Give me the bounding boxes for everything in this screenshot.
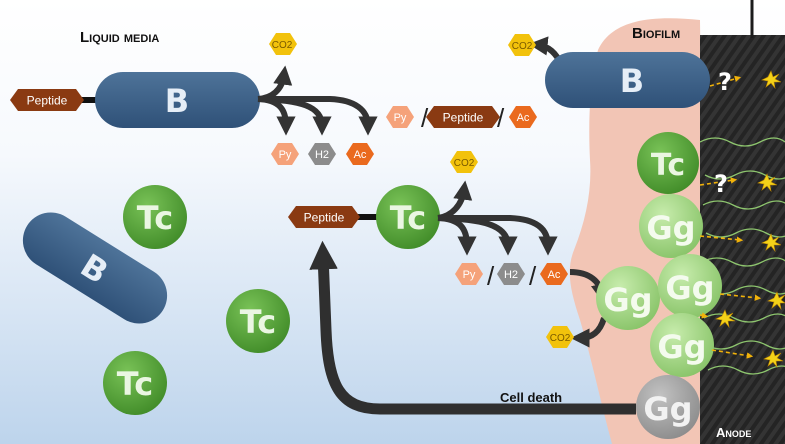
gg-cell-4-label: Gg (657, 328, 706, 366)
pyruvate-chip-mid-text: Py (463, 269, 476, 281)
metabolic-arrows-top (257, 65, 378, 136)
tc-cell-biofilm-label: Tc (651, 148, 685, 183)
cell-death-arrow (309, 240, 636, 415)
hydrogen-chip-mid: H2 (497, 263, 525, 285)
pyruvate-chip-top-left: Py (271, 143, 299, 165)
co2-chip-top-left: CO2 (269, 33, 297, 55)
electron-transfer-arrows (699, 75, 762, 359)
peptide-chip-mid-text: Peptide (304, 211, 345, 225)
bacteroides-cell-biofilm-label: B (620, 62, 644, 100)
metabolic-arrows-mid (437, 180, 558, 256)
tc-cell-free-3-label: Tc (117, 365, 154, 403)
bacteroides-cell-free: B (22, 212, 168, 324)
acetate-chip-top-right-text: Ac (517, 112, 530, 124)
tc-cell-free-2 (226, 289, 290, 353)
gg-cell-2 (596, 266, 660, 330)
tc-cell-free-2-label: Tc (240, 303, 277, 341)
gg-cell-2-label: Gg (603, 281, 652, 319)
pyruvate-chip-top-left-text: Py (279, 149, 292, 161)
bacteroides-cell-top-label: B (165, 82, 189, 120)
co2-chip-gg-text: CO2 (550, 333, 571, 344)
tc-cell-mid-label: Tc (390, 199, 427, 237)
pyruvate-chip-top-right-text: Py (394, 112, 407, 124)
acetate-chip-mid: Ac (540, 263, 568, 285)
tc-cell-free-1-label: Tc (137, 199, 174, 237)
gg-cell-4 (650, 313, 714, 377)
electron-burst-4 (767, 291, 785, 311)
co2-chip-mid-text: CO2 (454, 158, 475, 169)
electron-burst-6 (763, 349, 784, 369)
electron-burst-2 (757, 173, 778, 193)
acetate-chip-top-left: Ac (346, 143, 374, 165)
co2-chip-mid: CO2 (450, 151, 478, 173)
acetate-chip-mid-text: Ac (548, 269, 561, 281)
gg-cell-dead (636, 375, 700, 439)
hydrogen-chip-top-left-text: H2 (315, 149, 329, 161)
peptide-chip-top-right-text: Peptide (443, 111, 484, 125)
separator-top-1: / (421, 103, 429, 133)
acetate-chip-top-left-text: Ac (354, 149, 367, 161)
gg-cell-1-label: Gg (646, 209, 695, 247)
cell-death-label: Cell death (500, 390, 562, 405)
tc-cell-free-1 (123, 185, 187, 249)
unknown-transfer-b: ? (718, 68, 732, 96)
hydrogen-chip-mid-text: H2 (504, 269, 518, 281)
gg-cell-1 (639, 194, 703, 258)
electron-burst-1 (761, 70, 782, 90)
co2-chip-top-right-text: CO2 (512, 41, 533, 52)
anode-label: Anode (716, 425, 751, 440)
tc-cell-biofilm (637, 132, 699, 194)
separator-mid-1: / (487, 261, 495, 291)
peptide-chip-top-right: Peptide (426, 106, 500, 128)
separator-top-2: / (497, 103, 505, 133)
electron-bursts (715, 70, 785, 369)
separator-mid-2: / (529, 261, 537, 291)
electron-burst-3 (761, 233, 782, 253)
co2-chip-gg: CO2 (546, 326, 574, 348)
co2-chip-top-left-text: CO2 (272, 40, 293, 51)
bacteroides-cell-top (95, 72, 260, 128)
acetate-chip-top-right: Ac (509, 106, 537, 128)
bacteroides-cell-biofilm (545, 52, 710, 108)
electron-burst-5 (715, 309, 736, 329)
pyruvate-chip-top-right: Py (386, 106, 414, 128)
liquid-media-label: Liquid media (80, 29, 159, 46)
peptide-chip-mid: Peptide (288, 206, 360, 228)
gg-cell-3 (658, 254, 722, 318)
gg-cell-dead-label: Gg (643, 390, 692, 428)
tc-cell-free-3 (103, 351, 167, 415)
pyruvate-chip-mid: Py (455, 263, 483, 285)
tc-cell-mid (376, 185, 440, 249)
peptide-chip-top-text: Peptide (27, 94, 68, 108)
biofilm-label: Biofilm (632, 25, 680, 42)
hydrogen-chip-top-left: H2 (308, 143, 336, 165)
co2-arrow-gg (570, 317, 607, 348)
peptide-chip-top: Peptide (10, 89, 84, 111)
co2-chip-top-right: CO2 (508, 34, 536, 56)
unknown-transfer-tc: ? (714, 170, 728, 198)
gg-cell-3-label: Gg (665, 269, 714, 307)
